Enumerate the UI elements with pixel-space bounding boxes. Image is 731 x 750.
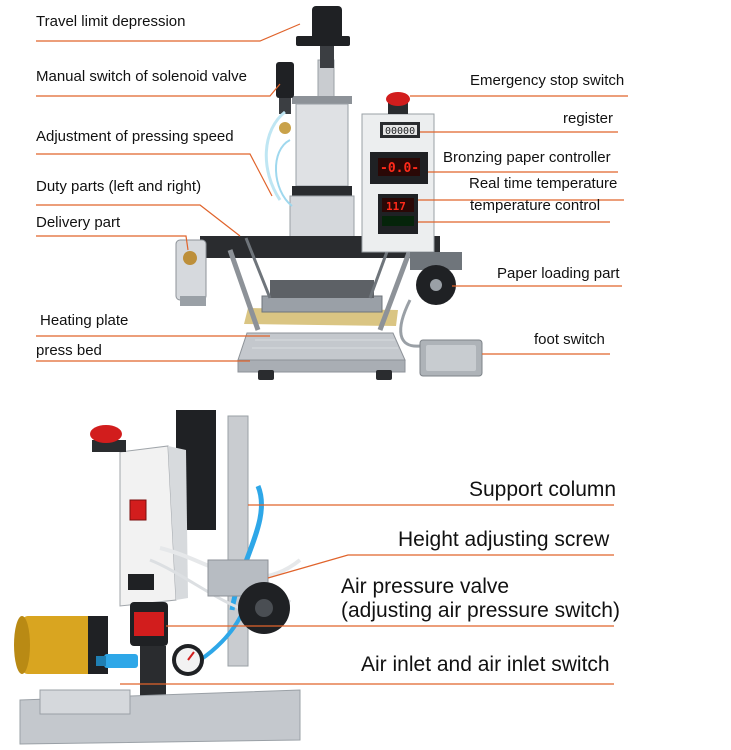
label-delivery-part: Delivery part	[36, 214, 121, 231]
label-heating-plate: Heating plate	[40, 312, 129, 329]
leader-manual-switch	[36, 83, 281, 97]
leader-duty-parts	[36, 204, 241, 237]
label-foot-switch: foot switch	[534, 331, 605, 348]
air-cylinder	[289, 96, 355, 243]
temperature-display-icon	[382, 198, 414, 226]
counter-readout: 00000	[385, 126, 415, 137]
foot-pedal-icon	[399, 299, 483, 377]
leader-lines	[36, 23, 628, 685]
pressure-gauge-icon	[172, 644, 204, 676]
label-register: register	[563, 110, 614, 127]
speed-readout: -0.0-	[380, 161, 419, 176]
press-bed	[237, 332, 406, 380]
heating-plate	[244, 280, 398, 326]
counter-icon	[383, 125, 417, 135]
label-press-bed: press bed	[36, 342, 102, 359]
leader-height-screw	[267, 554, 614, 579]
travel-limit-cap	[296, 6, 350, 68]
delivery-part	[175, 239, 207, 306]
label-travel-limit: Travel limit depression	[36, 13, 186, 30]
label-manual-switch: Manual switch of solenoid valve	[36, 68, 247, 85]
label-duty-parts: Duty parts (left and right)	[36, 178, 202, 195]
power-switch-icon	[129, 499, 147, 521]
label-emergency-stop: Emergency stop switch	[470, 72, 625, 89]
top-machine	[175, 6, 483, 380]
paper-roll-icon	[410, 252, 462, 305]
solenoid-valve	[276, 62, 294, 134]
label-pressing-speed: Adjustment of pressing speed	[36, 128, 234, 145]
label-height-screw: Height adjusting screw	[398, 528, 610, 551]
label-air-valve-line1: Air pressure valve	[341, 575, 510, 598]
leader-delivery-part	[36, 235, 189, 251]
label-support-column: Support column	[469, 478, 617, 501]
label-air-inlet: Air inlet and air inlet switch	[361, 653, 610, 676]
control-box	[361, 92, 435, 253]
leader-travel-limit	[36, 23, 301, 42]
label-paper-loading: Paper loading part	[497, 265, 620, 282]
label-real-time-temp: Real time temperature	[469, 175, 618, 192]
air-pressure-valve	[130, 602, 168, 696]
label-air-valve-line2: (adjusting air pressure switch)	[341, 599, 620, 622]
label-temp-control: temperature control	[470, 197, 601, 214]
leader-pressing-speed	[36, 153, 273, 197]
emergency-stop-icon	[386, 92, 410, 106]
control-box-bottom	[90, 425, 188, 607]
temp-readout: 117	[386, 200, 406, 213]
label-bronzing-controller: Bronzing paper controller	[443, 149, 611, 166]
bottom-machine	[14, 410, 302, 745]
gold-foil-roll-icon	[14, 616, 108, 674]
